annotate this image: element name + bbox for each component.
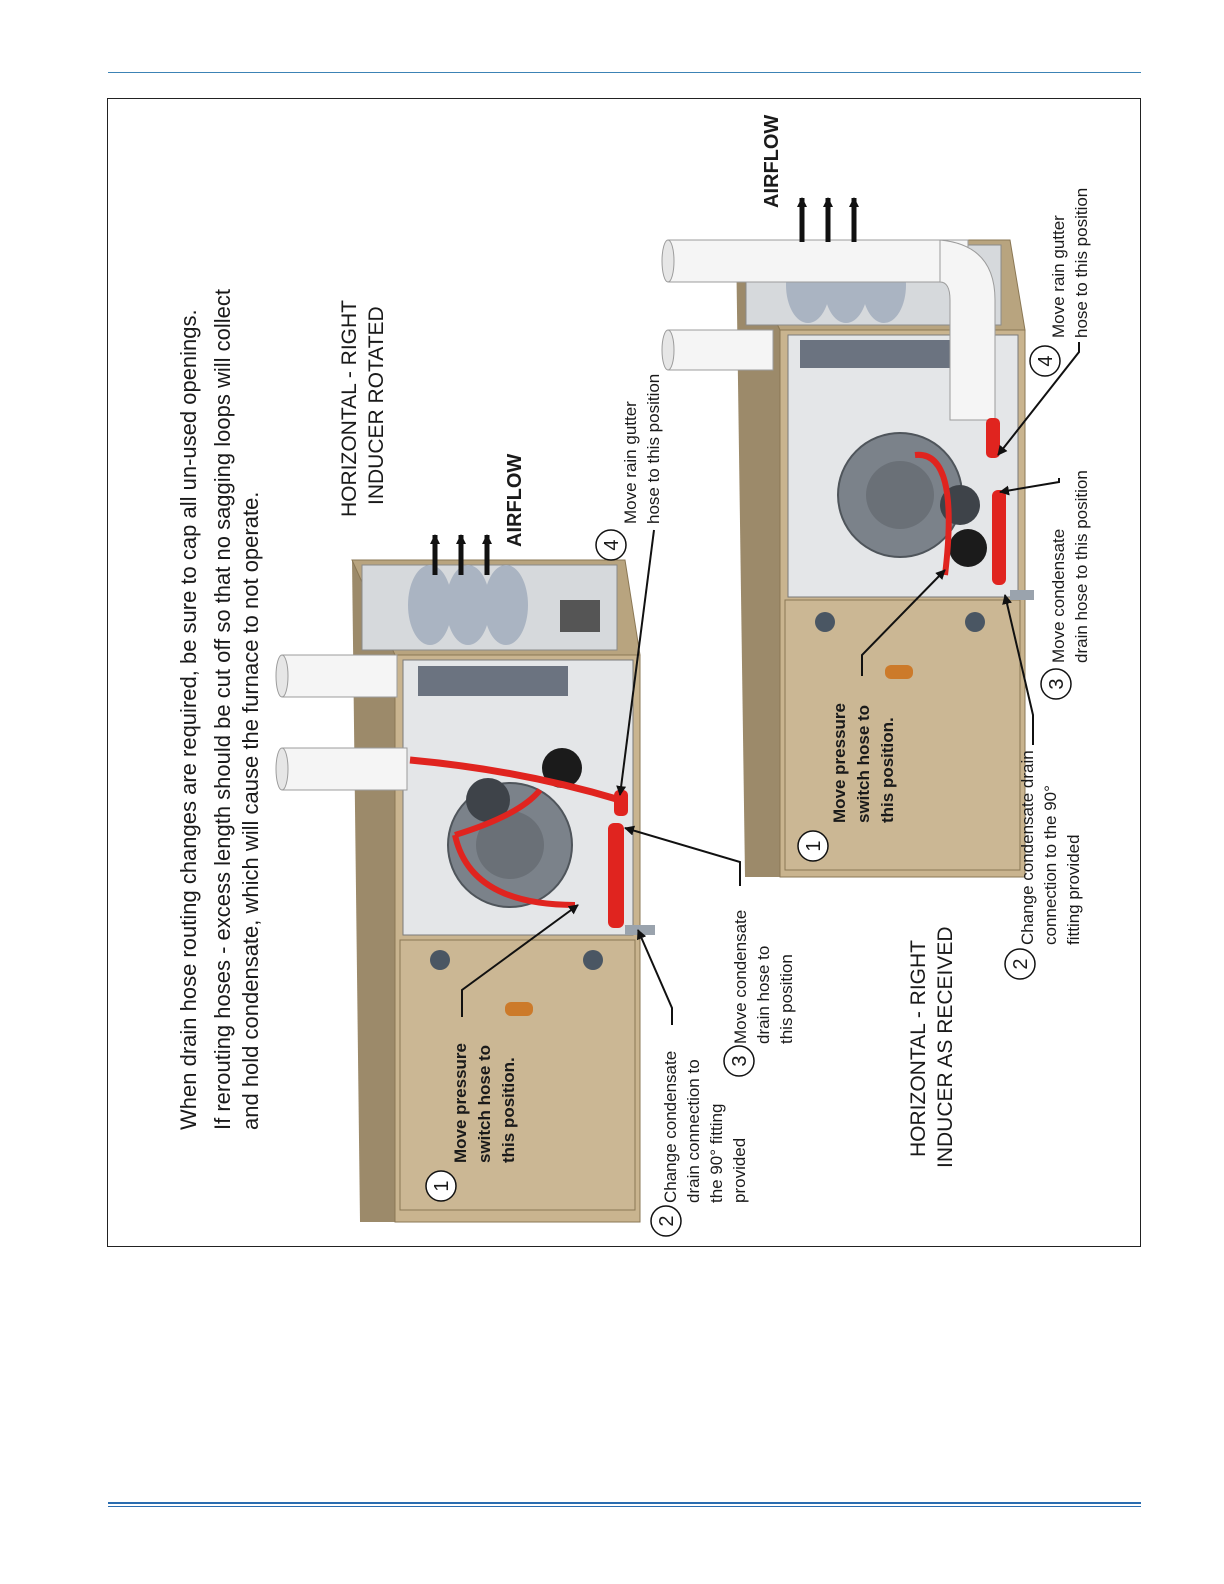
right-title-line-1: HORIZONTAL - RIGHT [907, 940, 930, 1157]
left-callout-1: 1 Move pressure switch hose to this posi… [425, 904, 579, 1202]
svg-text:1: 1 [431, 1180, 453, 1191]
svg-text:1: 1 [803, 840, 825, 851]
footer-rule-thin [108, 1506, 1141, 1507]
left-airflow-label: AIRFLOW [504, 454, 526, 547]
svg-text:connection to the 90°: connection to the 90° [1041, 785, 1060, 945]
svg-text:hose to this position: hose to this position [644, 374, 663, 524]
left-callout-2: 2 Change condensate drain connection to … [637, 929, 749, 1237]
svg-text:2: 2 [656, 1215, 678, 1226]
svg-text:this position: this position [777, 954, 796, 1044]
svg-text:Move condensate: Move condensate [731, 910, 750, 1044]
note-line-1: When drain hose routing changes are requ… [176, 309, 201, 1130]
svg-text:drain hose to this position: drain hose to this position [1072, 470, 1091, 663]
routing-note: When drain hose routing changes are requ… [176, 289, 263, 1130]
svg-text:4: 4 [1035, 355, 1057, 366]
left-callout-3: 3 Move condensate drain hose to this pos… [624, 825, 796, 1077]
svg-text:hose to this position: hose to this position [1072, 188, 1091, 338]
footer-rule [108, 1502, 1141, 1504]
svg-text:the 90° fitting: the 90° fitting [707, 1104, 726, 1203]
note-line-3: and hold condensate, which will cause th… [238, 492, 263, 1130]
svg-text:Move pressure: Move pressure [451, 1043, 470, 1163]
svg-text:Change condensate: Change condensate [661, 1051, 680, 1203]
svg-text:provided: provided [730, 1138, 749, 1203]
right-callout-1: 1 Move pressure switch hose to this posi… [797, 569, 946, 862]
left-furnace-illustration [275, 534, 655, 1223]
left-title-line-2: INDUCER ROTATED [365, 306, 388, 505]
header-rule [108, 72, 1141, 73]
svg-text:Move pressure: Move pressure [830, 703, 849, 823]
svg-text:Move rain gutter: Move rain gutter [621, 401, 640, 524]
svg-text:Change condensate drain: Change condensate drain [1018, 750, 1037, 945]
svg-text:3: 3 [729, 1055, 751, 1066]
svg-text:this position.: this position. [878, 717, 897, 823]
right-callout-4: 4 Move rain gutter hose to this position [997, 188, 1091, 456]
right-furnace-illustration [661, 197, 1034, 878]
svg-text:3: 3 [1046, 678, 1068, 689]
left-title-line-1: HORIZONTAL - RIGHT [338, 300, 361, 517]
right-callout-3: 3 Move condensate drain hose to this pos… [999, 470, 1091, 700]
svg-text:switch hose to: switch hose to [854, 705, 873, 823]
svg-text:fitting provided: fitting provided [1064, 834, 1083, 945]
note-line-2: If rerouting hoses - excess length shoul… [210, 289, 235, 1130]
svg-text:drain hose to: drain hose to [754, 946, 773, 1044]
right-airflow-label: AIRFLOW [761, 115, 783, 208]
svg-text:drain connection to: drain connection to [684, 1059, 703, 1203]
svg-text:this position.: this position. [499, 1057, 518, 1163]
svg-text:2: 2 [1010, 958, 1032, 969]
right-title-line-2: INDUCER AS RECEIVED [934, 926, 957, 1168]
right-callout-2: 2 Change condensate drain connection to … [1002, 594, 1083, 980]
svg-text:4: 4 [601, 539, 623, 550]
svg-text:Move condensate: Move condensate [1049, 529, 1068, 663]
left-callout-4: 4 Move rain gutter hose to this position [595, 374, 663, 796]
svg-text:Move rain gutter: Move rain gutter [1049, 215, 1068, 338]
figure-frame [107, 98, 1141, 1247]
svg-text:switch hose to: switch hose to [475, 1045, 494, 1163]
